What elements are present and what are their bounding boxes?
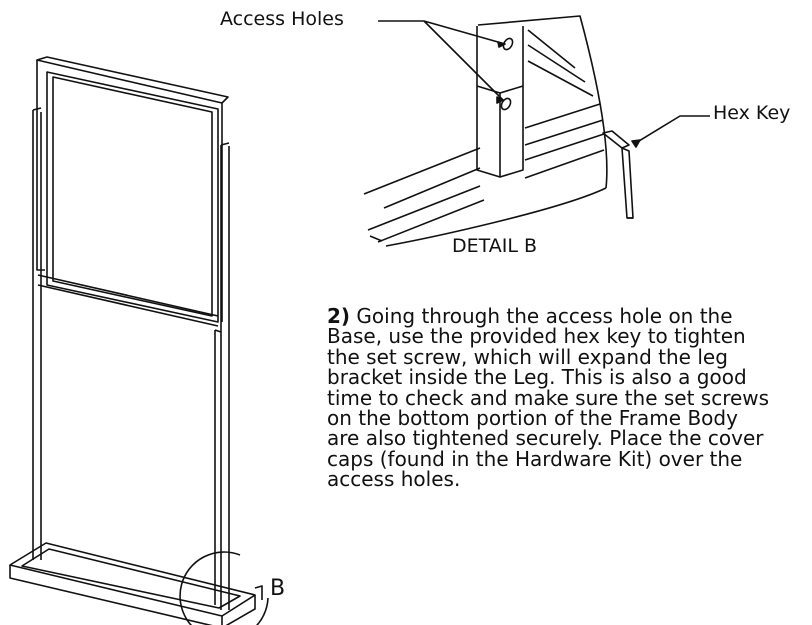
step-number: 2)	[327, 304, 351, 328]
instruction-step-2: 2) Going through the access hole on the …	[327, 306, 809, 490]
base-tray-inner	[21, 548, 241, 609]
right-leg	[220, 142, 230, 610]
left-leg	[32, 110, 42, 560]
frame-left-outer	[36, 60, 45, 271]
instruction-line: access holes.	[327, 467, 461, 492]
instruction-line: time to check and make sure the set scre…	[327, 385, 770, 410]
detail-b-caption: DETAIL B	[452, 235, 538, 257]
instruction-line: bracket inside the Leg. This is also a g…	[327, 365, 747, 390]
instruction-line: caps (found in the Hardware Kit) over th…	[327, 446, 743, 471]
instruction-line: the set screw, which will expand the leg	[327, 344, 728, 369]
hex-key-label: Hex Key	[713, 102, 791, 124]
frame-top-edge	[36, 56, 229, 104]
instruction-line: Going through the access hole on the	[356, 304, 733, 328]
frame-poster-inner	[52, 76, 213, 317]
detail-b-marker: B	[270, 576, 286, 601]
base-tray-outer	[9, 542, 256, 617]
frame-middle-rail	[37, 274, 219, 327]
instruction-line: are also tightened securely. Place the c…	[327, 426, 764, 451]
access-holes-label: Access Holes	[220, 8, 344, 30]
hex-key-illustration	[602, 115, 710, 219]
frame-poster-panel	[46, 71, 219, 323]
instruction-line: Base, use the provided hex key to tighte…	[327, 324, 746, 349]
instruction-line: on the bottom portion of the Frame Body	[327, 406, 738, 431]
detail-circle-b	[179, 551, 269, 625]
detail-b-illustration	[363, 15, 608, 247]
